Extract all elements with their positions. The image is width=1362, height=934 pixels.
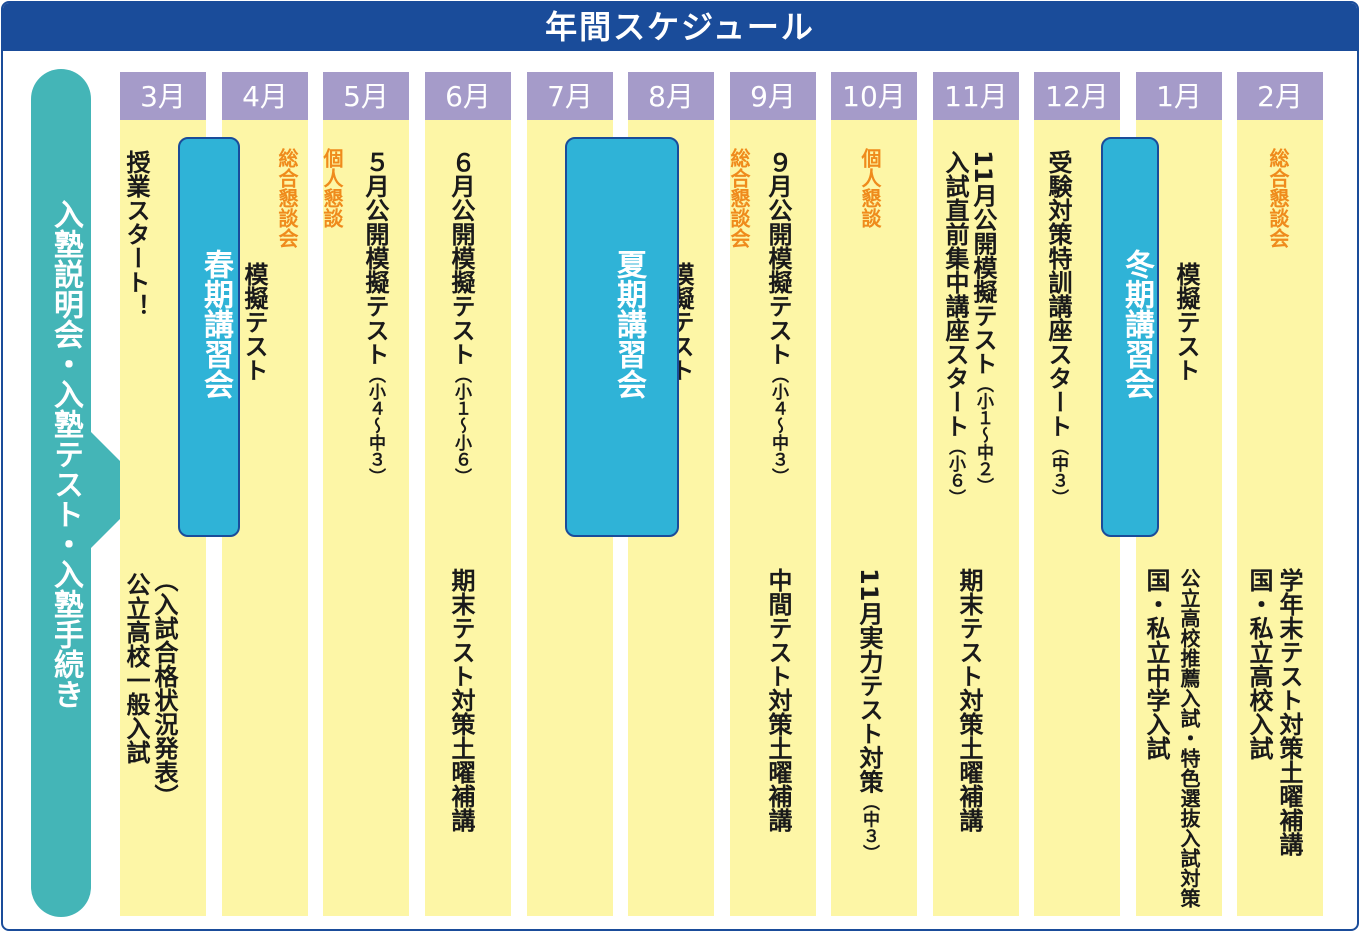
event-personal-conference: 個人懇談 xyxy=(320,148,344,228)
session-summer: 夏期講習会 xyxy=(565,137,679,537)
month-label: 11月 xyxy=(933,72,1019,120)
session-label: 春期講習会 xyxy=(198,249,233,399)
month-column-nov: 11月 11月公開模擬テスト（小１〜中２） 入試直前集中講座スタート（小６） 期… xyxy=(933,72,1019,916)
month-label: 1月 xyxy=(1136,72,1222,120)
event-saturday-lesson: 期末テスト対策土曜補講 xyxy=(447,568,475,832)
month-column-jun: 6月 ６月公開模擬テスト（小１〜小６） 期末テスト対策土曜補講 xyxy=(425,72,511,916)
session-label: 冬期講習会 xyxy=(1119,249,1154,399)
event-public-mock-test: ５月公開模擬テスト（小４〜中３） xyxy=(361,150,389,485)
event-exam-results: （入試合格状況発表） xyxy=(150,568,178,808)
month-column-feb: 2月 総合懇談会 学年末テスト対策土曜補講 国・私立高校入試 xyxy=(1237,72,1323,916)
event-personal-conference: 個人懇談 xyxy=(858,148,882,228)
month-column-sep: 9月 総合懇談会 ９月公開模擬テスト（小４〜中３） 中間テスト対策土曜補講 xyxy=(727,72,816,916)
event-achievement-test-prep: 11月実力テスト対策（中３） xyxy=(855,568,883,862)
month-column-oct: 10月 個人懇談 11月実力テスト対策（中３） xyxy=(831,72,917,916)
month-label: 12月 xyxy=(1034,72,1120,120)
page-title: 年間スケジュール xyxy=(3,3,1357,51)
session-winter: 冬期講習会 xyxy=(1101,137,1159,537)
month-label: 9月 xyxy=(730,72,816,120)
session-spring: 春期講習会 xyxy=(178,137,240,537)
event-saturday-lesson: 中間テスト対策土曜補講 xyxy=(764,568,792,832)
event-class-start: 授業スタート！ xyxy=(122,150,150,318)
month-label: 2月 xyxy=(1237,72,1323,120)
event-intensive-course: 入試直前集中講座スタート（小６） xyxy=(941,150,969,506)
admission-side-label: 入塾説明会・入塾テスト・入塾手続き xyxy=(48,199,83,709)
event-general-conference: 総合懇談会 xyxy=(727,148,751,248)
event-high-school-exam: 国・私立高校入試 xyxy=(1245,568,1273,760)
event-public-mock-test: ９月公開模擬テスト（小４〜中３） xyxy=(764,150,792,485)
month-label: 5月 xyxy=(323,72,409,120)
month-label: 7月 xyxy=(527,72,613,120)
month-column-may: 5月 個人懇談 ５月公開模擬テスト（小４〜中３） xyxy=(320,72,409,916)
event-mock-test: 模擬テスト xyxy=(240,262,268,382)
month-label: 6月 xyxy=(425,72,511,120)
event-general-conference: 総合懇談会 xyxy=(1266,148,1290,248)
event-saturday-lesson: 期末テスト対策土曜補講 xyxy=(955,568,983,832)
event-general-conference: 総合懇談会 xyxy=(275,148,299,248)
event-public-mock-test: 11月公開模擬テスト（小１〜中２） xyxy=(969,150,997,495)
event-public-mock-test: ６月公開模擬テスト（小１〜小６） xyxy=(447,150,475,485)
admission-side-bar xyxy=(31,69,91,917)
event-public-exam: 公立高校一般入試 xyxy=(122,572,150,764)
event-exam-course: 受験対策特訓講座スタート（中３） xyxy=(1044,150,1072,506)
month-label: 4月 xyxy=(222,72,308,120)
month-label: 3月 xyxy=(120,72,206,120)
event-mock-test: 模擬テスト xyxy=(1172,262,1200,382)
event-junior-high-exam: 国・私立中学入試 xyxy=(1142,568,1170,760)
event-saturday-lesson: 学年末テスト対策土曜補講 xyxy=(1275,568,1303,856)
event-recommendation-exam-prep: 公立高校推薦入試・特色選抜入試対策 xyxy=(1177,568,1201,908)
month-label: 8月 xyxy=(628,72,714,120)
session-label: 夏期講習会 xyxy=(611,249,646,399)
month-label: 10月 xyxy=(831,72,917,120)
